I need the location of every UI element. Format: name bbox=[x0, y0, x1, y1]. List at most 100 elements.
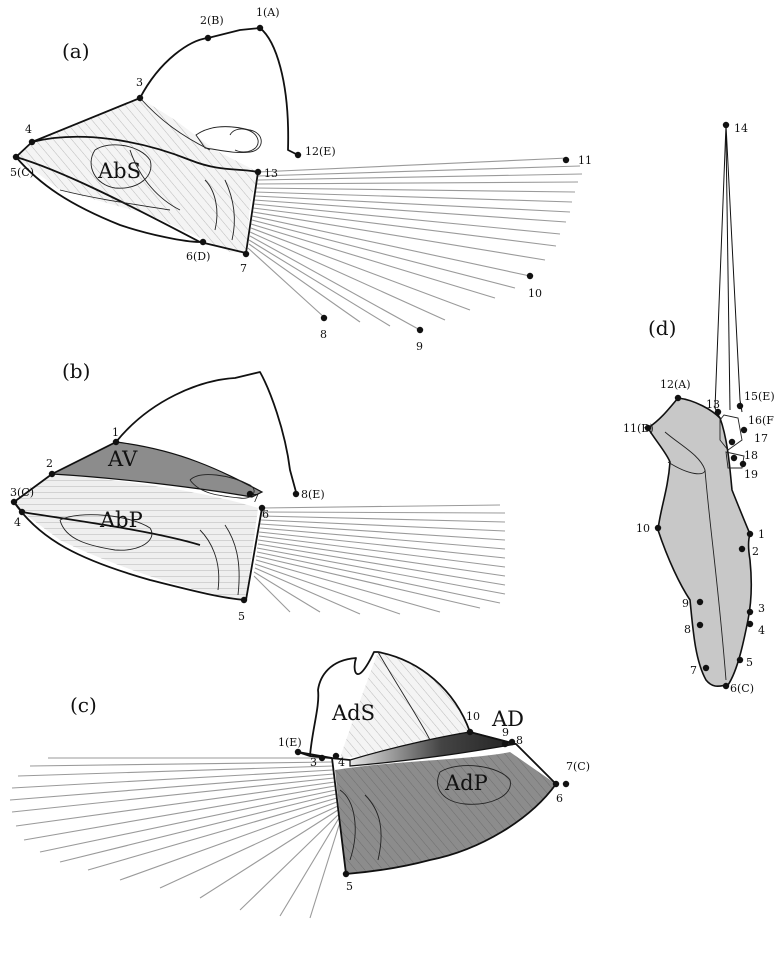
landmark-point bbox=[205, 35, 211, 41]
panel-a-fin-rays bbox=[248, 158, 582, 330]
panel-b-fin-rays bbox=[254, 505, 505, 614]
landmark-label: 7 bbox=[252, 492, 259, 505]
panel-b: (b) bbox=[10, 359, 505, 623]
landmark-label: 12(A) bbox=[660, 378, 691, 391]
landmark-label: 8 bbox=[684, 623, 691, 636]
landmark-label: 5 bbox=[746, 656, 753, 669]
landmark-point bbox=[321, 315, 327, 321]
landmark-point bbox=[257, 25, 263, 31]
panel-c: (c) bbox=[10, 652, 590, 918]
landmark-point bbox=[295, 152, 301, 158]
landmark-label: 10 bbox=[528, 287, 542, 300]
landmark-label: 3(C) bbox=[10, 486, 34, 499]
landmark-label: 1 bbox=[758, 528, 765, 541]
landmark-point bbox=[747, 621, 753, 627]
landmark-point bbox=[200, 239, 206, 245]
landmark-label: 13 bbox=[706, 398, 720, 411]
landmark-point bbox=[729, 439, 735, 445]
landmark-point bbox=[737, 657, 743, 663]
landmark-label: 6(D) bbox=[186, 250, 210, 263]
muscle-label-ads: AdS bbox=[331, 701, 375, 725]
landmark-point bbox=[703, 665, 709, 671]
landmark-point bbox=[723, 122, 729, 128]
landmark-label: 1(E) bbox=[278, 736, 302, 749]
landmark-point bbox=[29, 139, 35, 145]
landmark-label: 7 bbox=[240, 262, 247, 275]
landmark-label: 2(B) bbox=[200, 14, 224, 27]
muscle-label-abs: AbS bbox=[97, 159, 141, 183]
landmark-point bbox=[747, 531, 753, 537]
landmark-point bbox=[509, 739, 515, 745]
landmark-point bbox=[741, 427, 747, 433]
landmark-point bbox=[293, 491, 299, 497]
landmark-point bbox=[11, 499, 17, 505]
landmark-label: 16(F bbox=[748, 414, 774, 427]
muscle-label-adp: AdP bbox=[444, 771, 488, 795]
landmark-point bbox=[243, 251, 249, 257]
landmark-point bbox=[563, 157, 569, 163]
panel-a: (a) bbox=[10, 6, 592, 353]
abp-muscle-region bbox=[14, 474, 258, 600]
landmark-label: 7 bbox=[690, 664, 697, 677]
panel-d-label: (d) bbox=[648, 316, 676, 340]
landmark-label: 11(B) bbox=[623, 422, 654, 435]
landmark-label: 3 bbox=[310, 756, 317, 769]
landmark-point bbox=[675, 395, 681, 401]
landmark-label: 2 bbox=[752, 545, 759, 558]
landmark-point bbox=[747, 609, 753, 615]
spine-left-edge bbox=[715, 125, 726, 418]
landmark-label: 15(E) bbox=[744, 390, 775, 403]
muscle-label-av: AV bbox=[107, 447, 138, 471]
landmark-label: 3 bbox=[136, 76, 143, 89]
landmark-point bbox=[737, 403, 743, 409]
landmark-label: 8 bbox=[516, 734, 523, 747]
landmark-label: 4 bbox=[25, 123, 32, 136]
landmark-label: 12(E) bbox=[305, 145, 336, 158]
landmark-label: 13 bbox=[264, 167, 278, 180]
landmark-point bbox=[502, 741, 508, 747]
landmark-point bbox=[697, 599, 703, 605]
landmark-label: 9 bbox=[682, 597, 689, 610]
landmark-label: 4 bbox=[14, 516, 21, 529]
landmark-label: 4 bbox=[758, 624, 765, 637]
landmark-point bbox=[137, 95, 143, 101]
landmark-label: 19 bbox=[744, 468, 758, 481]
panel-b-label: (b) bbox=[62, 359, 90, 383]
landmark-point bbox=[241, 597, 247, 603]
landmark-point bbox=[343, 871, 349, 877]
landmark-point bbox=[19, 509, 25, 515]
panel-c-fin-rays bbox=[10, 758, 340, 918]
landmark-label: 1 bbox=[112, 426, 119, 439]
landmark-label: 17 bbox=[754, 432, 768, 445]
landmark-label: 6 bbox=[262, 508, 269, 521]
landmark-label: 18 bbox=[744, 449, 758, 462]
landmark-label: 2 bbox=[46, 457, 53, 470]
panel-c-label: (c) bbox=[70, 693, 97, 717]
muscle-label-abp: AbP bbox=[99, 508, 143, 532]
bone-body bbox=[648, 398, 751, 686]
landmark-label: 5 bbox=[238, 610, 245, 623]
landmark-label: 10 bbox=[466, 710, 480, 723]
landmark-label: 7(C) bbox=[566, 760, 590, 773]
panel-a-label: (a) bbox=[62, 39, 90, 63]
landmark-point bbox=[295, 749, 301, 755]
landmark-point bbox=[655, 525, 661, 531]
landmark-label: 9 bbox=[416, 340, 423, 353]
landmark-point bbox=[723, 683, 729, 689]
landmark-point bbox=[13, 154, 19, 160]
landmark-point bbox=[319, 755, 325, 761]
landmark-label: 9 bbox=[502, 726, 509, 739]
landmark-label: 6(C) bbox=[730, 682, 754, 695]
landmark-label: 6 bbox=[556, 792, 563, 805]
landmark-label: 8(E) bbox=[301, 488, 325, 501]
landmark-point bbox=[697, 622, 703, 628]
panel-d: (d) 1 bbox=[623, 122, 775, 695]
landmark-label: 1(A) bbox=[256, 6, 280, 19]
landmark-point bbox=[417, 327, 423, 333]
landmark-label: 5(C) bbox=[10, 166, 34, 179]
landmark-point bbox=[527, 273, 533, 279]
landmark-label: 4 bbox=[338, 756, 345, 769]
landmark-point bbox=[49, 471, 55, 477]
landmark-label: 11 bbox=[578, 154, 592, 167]
